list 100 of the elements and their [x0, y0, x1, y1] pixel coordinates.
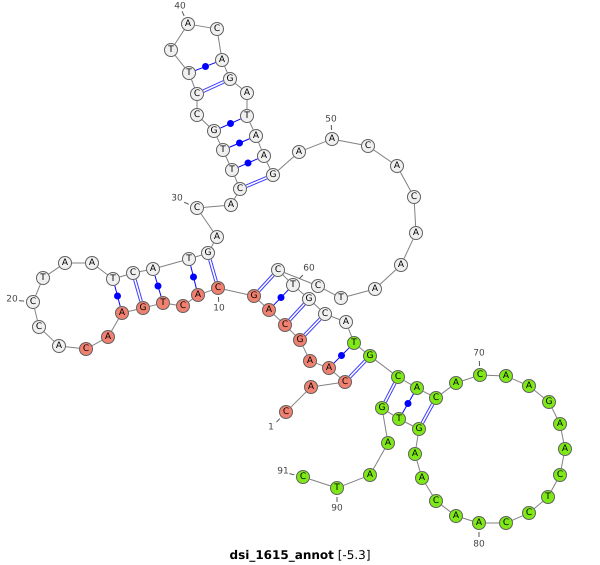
backbone-line	[234, 82, 242, 90]
backbone-line	[400, 172, 412, 192]
backbone-line	[169, 304, 177, 306]
backbone-line	[195, 254, 202, 258]
position-number: 30	[171, 194, 183, 204]
backbone-line	[284, 272, 312, 284]
backbone-line	[149, 304, 157, 307]
backbone-line	[202, 119, 210, 127]
backbone-line	[290, 391, 307, 408]
backbone-line	[338, 140, 362, 146]
position-number: 40	[174, 2, 186, 12]
backbone-line	[416, 460, 421, 472]
backbone-line	[512, 515, 524, 521]
base-pair-line	[195, 62, 216, 71]
backbone-line	[194, 24, 211, 28]
backbone-line	[302, 346, 308, 356]
base-pair-line	[220, 118, 242, 129]
backbone-line	[486, 374, 500, 376]
backbone-line	[139, 270, 147, 272]
backbone-line	[560, 430, 564, 443]
backbone-line	[200, 213, 214, 232]
position-number: 91	[277, 468, 289, 476]
backbone-line	[196, 100, 198, 108]
backbone-line	[441, 386, 451, 394]
backbone-line	[298, 289, 304, 295]
backbone-line	[550, 480, 558, 492]
backbone-line	[111, 318, 119, 332]
backbone-line	[191, 79, 195, 88]
backbone-line	[278, 156, 294, 171]
backbone-line	[534, 390, 544, 398]
backbone-line	[44, 331, 54, 342]
base-pair-line	[133, 278, 143, 302]
backbone-line	[403, 238, 414, 260]
base-pair-line	[420, 403, 434, 424]
position-number: 60	[303, 264, 315, 274]
backbone-line	[316, 362, 323, 366]
base-pair-line	[245, 176, 268, 188]
backbone-line	[282, 274, 289, 281]
backbone-line	[305, 141, 326, 150]
position-number: 50	[325, 116, 337, 124]
backbone-line	[204, 290, 212, 294]
backbone-line	[387, 411, 394, 416]
backbone-line	[462, 376, 474, 382]
base-pair-line	[348, 360, 367, 378]
base-pair-line	[228, 138, 250, 148]
backbone-line	[534, 501, 544, 509]
base-pair-line	[238, 158, 258, 168]
backbone-line	[382, 414, 388, 437]
backbone-line	[224, 289, 248, 295]
backbone-line	[552, 408, 558, 418]
backbone-line	[274, 314, 280, 321]
backbone-line	[258, 300, 264, 306]
backbone-line	[128, 309, 137, 312]
backbone-line	[35, 284, 41, 296]
base-pair-line	[402, 394, 414, 414]
backbone-line	[225, 156, 230, 164]
backbone-line	[317, 382, 339, 386]
backbone-line	[246, 100, 248, 110]
caption: dsi_1615_annot [-5.3]	[229, 547, 370, 564]
backbone-line	[416, 435, 418, 448]
position-number: 80	[473, 540, 485, 550]
backbone-line	[174, 55, 186, 68]
backbone-line	[289, 329, 296, 336]
backbone-line	[224, 66, 228, 74]
position-number: 10	[213, 304, 225, 314]
backbone-line	[314, 303, 320, 310]
backbone-line	[462, 518, 473, 522]
backbone-line	[334, 372, 340, 378]
backbone-line	[97, 266, 108, 276]
backbone-line	[414, 204, 416, 226]
backbone-line	[486, 522, 500, 524]
base-pair-line	[114, 285, 121, 307]
backbone-line	[348, 328, 352, 337]
backbone-line	[65, 346, 80, 349]
backbone-line	[331, 316, 340, 320]
backbone-line	[249, 122, 254, 130]
backbone-line	[512, 378, 524, 384]
base-pair-line	[273, 290, 289, 306]
backbone-line	[380, 269, 396, 285]
base-pair-line	[208, 258, 218, 282]
base-pair-line	[384, 382, 396, 403]
backbone-line	[203, 205, 225, 208]
backbone-line	[375, 360, 393, 374]
backbone-line	[72, 262, 86, 264]
backbone-line	[218, 35, 222, 54]
base-pair-line	[303, 318, 322, 336]
backbone-line	[92, 340, 102, 346]
backbone-line	[309, 478, 331, 486]
backbone-line	[441, 504, 451, 512]
base-pair-line	[190, 265, 197, 289]
base-pair-line	[154, 275, 162, 297]
backbone-line	[560, 455, 564, 469]
backbone-line	[343, 477, 364, 486]
backbone-line	[234, 176, 238, 184]
backbone-line	[34, 308, 38, 321]
backbone-line	[324, 288, 336, 296]
position-number: 90	[331, 504, 343, 514]
base-pair-line	[202, 80, 225, 93]
base-pair-line	[288, 302, 306, 322]
base-pair-line	[333, 347, 350, 364]
